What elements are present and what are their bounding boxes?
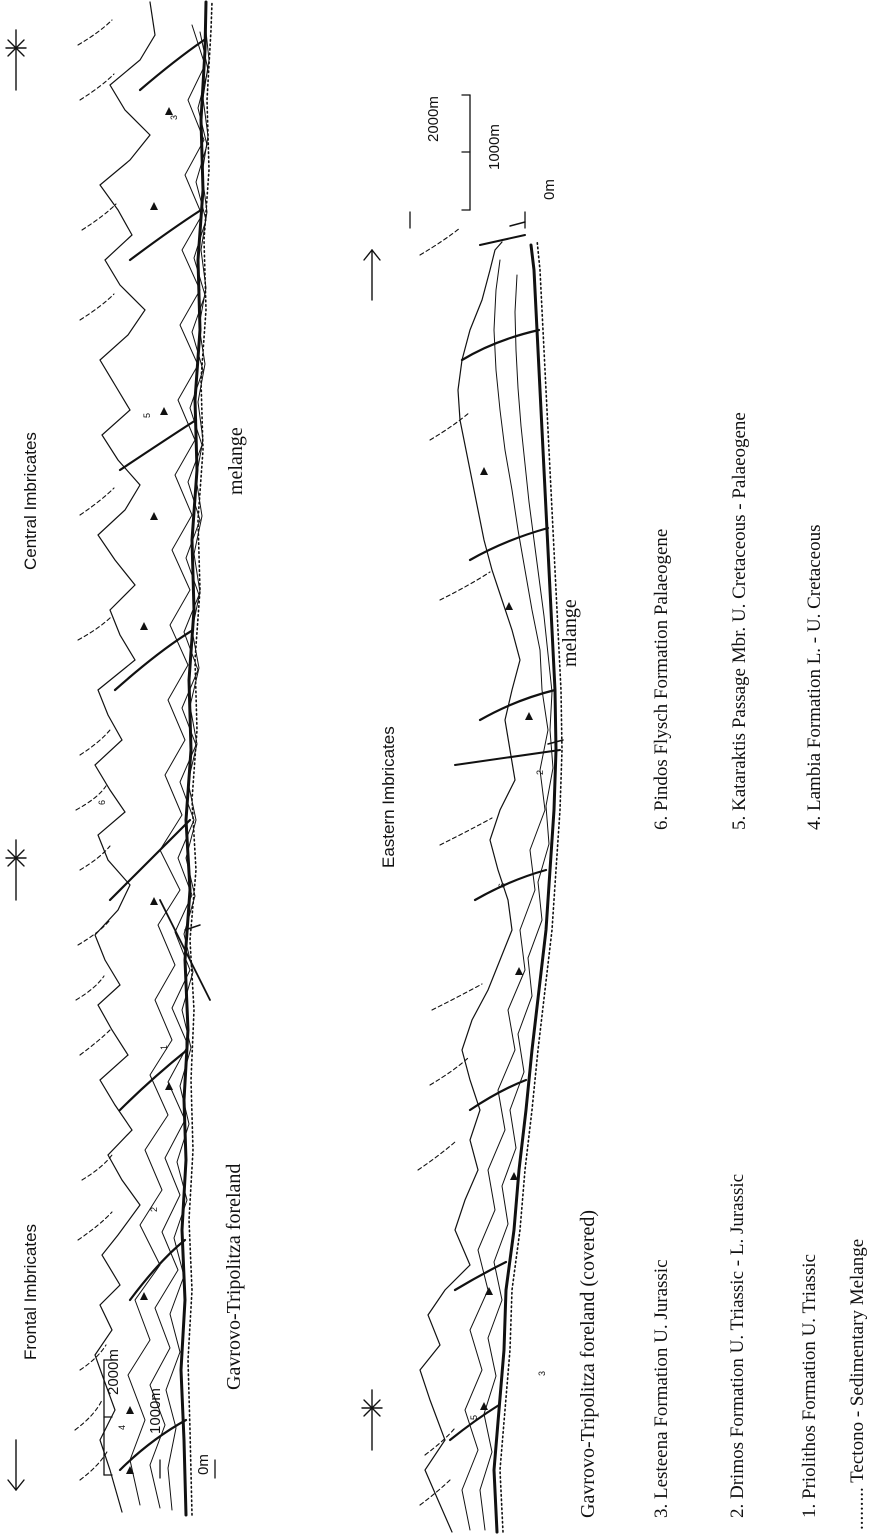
arrow-icon bbox=[364, 250, 380, 300]
bottom-thrust bbox=[470, 1080, 526, 1110]
top-projected-thrusts bbox=[75, 20, 116, 1480]
legend-item-6: 6. Pindos Flysch Formation Palaeogene bbox=[652, 529, 671, 830]
bottom-normal-fault bbox=[455, 750, 560, 765]
legend-item-3: 3. Lesteena Formation U. Jurassic bbox=[652, 1259, 671, 1518]
bottom-cross-section bbox=[418, 222, 563, 1532]
bottom-foreland-label: Gavrovo-Tripolitza foreland (covered) bbox=[578, 1210, 598, 1518]
anticline-symbol-icon bbox=[6, 30, 26, 90]
legend-item-4: 4. Lambia Formation L. - U. Cretaceous bbox=[805, 524, 824, 830]
unit-number: 4 bbox=[118, 1425, 127, 1430]
legend-item-melange: ......... Tectono - Sedimentary Melange bbox=[848, 1239, 867, 1530]
unit-number: 3 bbox=[170, 115, 179, 120]
bottom-melange-base bbox=[500, 240, 562, 1532]
bottom-thrust bbox=[475, 870, 546, 900]
legend-item-1: 1. Priolithos Formation U. Triassic bbox=[800, 1254, 819, 1518]
scale-bottom-2000m: 2000m bbox=[426, 96, 441, 142]
bottom-thrust bbox=[462, 330, 539, 360]
unit-number: 6 bbox=[98, 800, 107, 805]
scale-top-1000m: 1000m bbox=[148, 1388, 163, 1434]
top-melange-label: melange bbox=[226, 427, 246, 495]
top-horizon-c bbox=[166, 22, 209, 1510]
anticline-symbol-icon bbox=[6, 840, 26, 900]
bottom-melange-label: melange bbox=[560, 599, 580, 667]
top-thrust bbox=[140, 40, 204, 90]
bottom-normal-fault bbox=[480, 235, 525, 245]
top-horizon-a bbox=[128, 25, 205, 1505]
top-thrust bbox=[120, 420, 196, 470]
scale-bottom-1000m: 1000m bbox=[487, 124, 502, 170]
top-thrust bbox=[115, 630, 193, 690]
top-foreland-label: Gavrovo-Tripolitza foreland bbox=[224, 1164, 244, 1390]
top-cross-section bbox=[75, 2, 212, 1515]
scale-bottom-0m: 0m bbox=[542, 179, 557, 200]
section-label-eastern-imbricates: Eastern Imbricates bbox=[380, 726, 397, 868]
legend-item-5: 5. Kataraktis Passage Mbr. U. Cretaceous… bbox=[730, 412, 749, 830]
section-label-central-imbricates: Central Imbricates bbox=[22, 432, 39, 570]
unit-number: 5 bbox=[470, 1415, 479, 1420]
unit-number: 2 bbox=[536, 770, 545, 775]
unit-number: 2 bbox=[150, 1207, 159, 1212]
unit-number: 5 bbox=[143, 413, 152, 418]
bottom-thrust bbox=[455, 1262, 506, 1290]
anticline-symbol-icon bbox=[362, 1390, 382, 1450]
top-thrust bbox=[110, 820, 190, 900]
unit-number: 1 bbox=[160, 1045, 169, 1050]
unit-number: 3 bbox=[538, 1371, 547, 1376]
legend-item-2: 2. Drimos Formation U. Triassic - L. Jur… bbox=[728, 1174, 747, 1518]
arrow-icon bbox=[8, 1440, 24, 1490]
bottom-fault-arrow bbox=[510, 222, 525, 226]
scale-top-0m: 0m bbox=[196, 1454, 211, 1475]
scale-top-2000m: 2000m bbox=[106, 1349, 121, 1395]
top-topography bbox=[95, 2, 155, 1512]
section-label-frontal-imbricates: Frontal Imbricates bbox=[22, 1224, 39, 1360]
unit-number: 6 bbox=[498, 883, 507, 888]
bottom-thrust bbox=[450, 1405, 499, 1440]
bottom-horizon-b bbox=[480, 275, 553, 1530]
